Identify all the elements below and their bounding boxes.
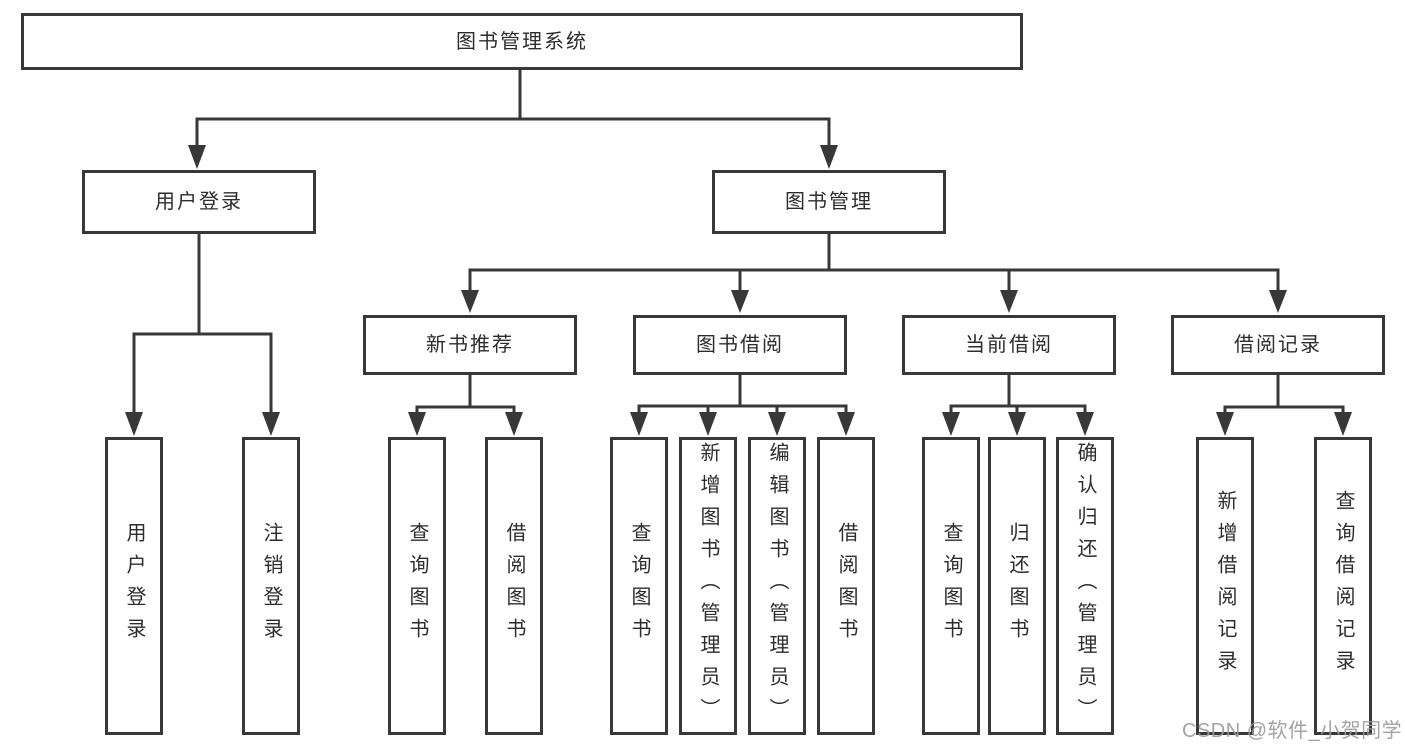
leaf-newbook-query-books: 查询图书 — [388, 437, 446, 735]
leaf-current-confirm-return-admin: 确认归还（管理员） — [1056, 437, 1114, 735]
leaf-record-add-label: 新增借阅记录 — [1214, 490, 1236, 682]
node-current-borrow: 当前借阅 — [902, 315, 1116, 375]
edge-userlogin-bracket — [132, 332, 273, 414]
leaf-user-login-label: 用户登录 — [123, 522, 145, 650]
node-user-login: 用户登录 — [82, 170, 316, 234]
arrow-cb-return — [1008, 412, 1026, 436]
edge-level1-bracket — [195, 117, 831, 150]
arrow-user-login — [188, 145, 206, 169]
node-book-management-label: 图书管理 — [785, 191, 873, 213]
leaf-borrow-edit-books-admin-label: 编辑图书（管理员） — [766, 442, 788, 730]
arrow-bb-query — [630, 412, 648, 436]
arrow-bb-add — [699, 412, 717, 436]
leaf-borrow-add-books-admin-label: 新增图书（管理员） — [697, 442, 719, 730]
arrow-current-borrow — [1000, 290, 1018, 313]
node-book-management: 图书管理 — [712, 170, 946, 234]
arrow-nb-borrow — [505, 412, 523, 436]
edge-newbook-bracket — [415, 405, 516, 414]
arrow-bb-edit — [768, 412, 786, 436]
leaf-newbook-query-books-label: 查询图书 — [406, 522, 428, 650]
node-current-borrow-label: 当前借阅 — [965, 334, 1053, 356]
leaf-user-login: 用户登录 — [105, 437, 163, 735]
arrow-br-add — [1216, 412, 1234, 436]
leaf-borrow-add-books-admin: 新增图书（管理员） — [679, 437, 737, 735]
leaf-current-query-books-label: 查询图书 — [940, 522, 962, 650]
node-user-login-label: 用户登录 — [155, 191, 243, 213]
node-book-borrow-label: 图书借阅 — [696, 334, 784, 356]
arrow-new-book — [461, 290, 479, 313]
node-new-book-recommend-label: 新书推荐 — [426, 334, 514, 356]
arrow-bb-borrow — [837, 412, 855, 436]
leaf-record-add: 新增借阅记录 — [1196, 437, 1254, 735]
edge-level2-bracket — [468, 268, 1280, 294]
arrow-nb-query — [408, 412, 426, 436]
leaf-borrow-query-books: 查询图书 — [610, 437, 668, 735]
arrow-borrow-record — [1269, 290, 1287, 313]
leaf-current-return-books-label: 归还图书 — [1006, 522, 1028, 650]
node-root-label: 图书管理系统 — [456, 30, 588, 53]
node-borrow-record-label: 借阅记录 — [1234, 334, 1322, 356]
leaf-logout-label: 注销登录 — [260, 522, 282, 650]
leaf-current-return-books: 归还图书 — [988, 437, 1046, 735]
leaf-borrow-borrow-books: 借阅图书 — [817, 437, 875, 735]
arrow-cb-query — [942, 412, 960, 436]
arrow-cb-confirm — [1076, 412, 1094, 436]
watermark-text: CSDN @软件_小贺同学 — [1182, 720, 1403, 742]
leaf-logout: 注销登录 — [242, 437, 300, 735]
arrow-leaf-logout — [262, 412, 280, 436]
arrow-leaf-login — [125, 412, 143, 436]
leaf-record-query-label: 查询借阅记录 — [1332, 490, 1354, 682]
arrow-book-borrow — [731, 290, 749, 313]
leaf-borrow-edit-books-admin: 编辑图书（管理员） — [748, 437, 806, 735]
edge-record-bracket — [1223, 405, 1345, 414]
leaf-borrow-borrow-books-label: 借阅图书 — [835, 522, 857, 650]
leaf-current-query-books: 查询图书 — [922, 437, 980, 735]
leaf-newbook-borrow-books: 借阅图书 — [485, 437, 543, 735]
node-borrow-record: 借阅记录 — [1171, 315, 1385, 375]
edge-bookborrow-bracket — [637, 404, 848, 414]
leaf-current-confirm-return-admin-label: 确认归还（管理员） — [1074, 442, 1096, 730]
leaf-record-query: 查询借阅记录 — [1314, 437, 1372, 735]
node-new-book-recommend: 新书推荐 — [363, 315, 577, 375]
arrow-br-query — [1334, 412, 1352, 436]
leaf-newbook-borrow-books-label: 借阅图书 — [503, 522, 525, 650]
node-root: 图书管理系统 — [21, 13, 1023, 70]
arrow-book-mgmt — [820, 145, 838, 169]
leaf-borrow-query-books-label: 查询图书 — [628, 522, 650, 650]
node-book-borrow: 图书借阅 — [633, 315, 847, 375]
